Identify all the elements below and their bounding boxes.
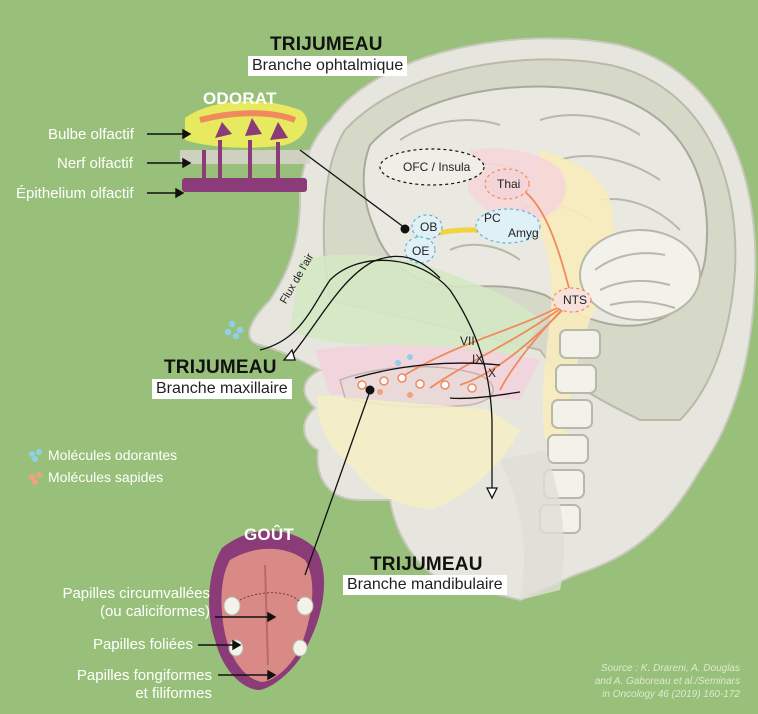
amyg-label: Amyg [508,226,539,240]
ob-label: OB [420,220,437,234]
legend-sapide-icon [29,472,42,485]
oe-label: OE [412,244,429,258]
legend-sapides-label: Molécules sapides [48,469,163,485]
nerve-x-label: X [488,366,496,380]
legend-odorantes-label: Molécules odorantes [48,447,177,463]
trijumeau-ophtalmique-title: TRIJUMEAU [270,34,383,56]
odorant-molecules-cluster [225,321,243,339]
pc-label: PC [484,211,501,225]
nts-label: NTS [563,293,587,307]
trijumeau-ophtalmique-sub: Branche ophtalmique [248,56,407,76]
cerebellum [580,230,700,320]
gout-title: GOÛT [244,525,294,545]
papilles-fongiformes-label: Papilles fongiformes [40,667,212,684]
epithelium-olfactif-label: Épithelium olfactif [16,185,134,202]
nerf-olfactif-label: Nerf olfactif [57,155,133,172]
tongue-illustration [209,531,324,690]
odorat-title: ODORAT [203,89,277,109]
source-line-1: Source : K. Drareni, A. Douglas [560,663,740,675]
source-line-2: and A. Gaboreau et al./Seminars [560,676,740,688]
ofc-insula-label: OFC / Insula [403,160,470,174]
olfactory-illustration [180,101,310,192]
bulbe-olfactif-label: Bulbe olfactif [48,126,134,143]
papilles-foliees-label: Papilles foliées [40,636,193,653]
trijumeau-maxillaire-sub: Branche maxillaire [152,379,292,399]
thai-label: Thai [497,177,520,191]
trijumeau-maxillaire-title: TRIJUMEAU [164,357,277,379]
trijumeau-mandibulaire-sub: Branche mandibulaire [343,575,507,595]
legend-odorant-icon [29,449,42,462]
papilles-filiformes-label: et filiformes [40,685,212,702]
nerve-ix-label: IX [472,352,483,366]
trijumeau-mandibulaire-title: TRIJUMEAU [370,554,483,576]
papilles-caliciformes-label: (ou caliciformes) [50,603,210,620]
source-line-3: in Oncology 46 (2019) 160-172 [560,689,740,701]
nerve-vii-label: VII [460,334,475,348]
papilles-circumvallees-label: Papilles circumvallées [50,585,210,602]
connector-dot-ob [401,225,410,234]
connector-dot-mouth [366,386,375,395]
